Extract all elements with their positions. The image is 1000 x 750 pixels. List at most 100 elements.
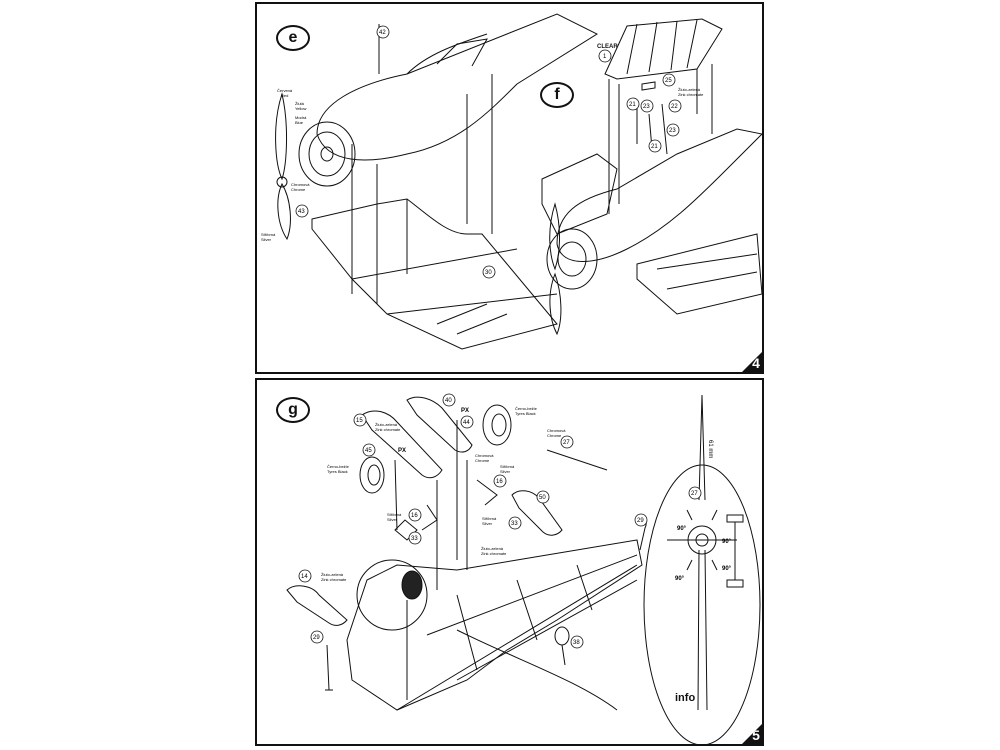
part-number-22: 22 xyxy=(671,104,678,110)
dimension-61mm: 61 mm xyxy=(707,440,713,458)
part-number-27: 27 xyxy=(563,440,570,446)
color-note-silver: Stříbrná xyxy=(261,232,276,237)
svg-text:Žluto-zelená: Žluto-zelená xyxy=(321,572,344,577)
angle-label-2: 90° xyxy=(722,539,732,545)
part-38 xyxy=(554,626,570,646)
svg-text:Chrome: Chrome xyxy=(291,187,306,192)
part-number-29b: 29 xyxy=(313,635,320,641)
part-number-33: 33 xyxy=(411,536,418,542)
part-number-50: 50 xyxy=(539,495,546,501)
part-number-25: 25 xyxy=(665,78,672,84)
info-label: info xyxy=(675,692,696,704)
part-number-33b: 33 xyxy=(511,521,518,527)
svg-text:Yellow: Yellow xyxy=(295,106,307,111)
part-number-40: 40 xyxy=(445,398,452,404)
color-note-chrome: Chromová xyxy=(291,182,310,187)
angle-label-1: 90° xyxy=(677,526,687,532)
front-view-propeller xyxy=(698,394,706,501)
gear-door-50 xyxy=(511,490,563,536)
part-numbers-top: 42 43 30 1 25 23 22 21 23 21 xyxy=(295,25,682,279)
svg-text:Stříbrná: Stříbrná xyxy=(500,464,515,469)
svg-text:Zink chromate: Zink chromate xyxy=(375,427,401,432)
angle-labels: 90° 90° 90° 90° xyxy=(675,526,732,582)
part-number-43: 43 xyxy=(298,209,305,215)
wheel-44 xyxy=(482,404,512,446)
svg-text:Žluto-zelená: Žluto-zelená xyxy=(375,422,398,427)
gear-door-14 xyxy=(286,585,348,626)
wing-e xyxy=(311,198,558,350)
svg-text:Silver: Silver xyxy=(387,517,398,522)
antenna-27 xyxy=(546,449,608,471)
assembly-diagram-e-f: 42 43 30 1 25 23 22 21 23 21 Červená Red… xyxy=(261,13,764,350)
propeller-blade-e xyxy=(275,92,287,181)
svg-text:Stříbrná: Stříbrná xyxy=(482,516,497,521)
svg-text:Tyres Black: Tyres Black xyxy=(327,469,348,474)
gear-door-15 xyxy=(361,410,443,479)
svg-text:Chrome: Chrome xyxy=(547,433,562,438)
svg-text:Silver: Silver xyxy=(500,469,511,474)
svg-text:Zink chromate: Zink chromate xyxy=(678,92,704,97)
cowling-f xyxy=(546,228,598,290)
svg-text:Red: Red xyxy=(281,93,288,98)
fuselage-underside-g xyxy=(356,559,428,631)
part-number-14: 14 xyxy=(301,574,308,580)
step-panel-e-f: e f CLEAR 4 xyxy=(255,2,764,374)
svg-text:Chromová: Chromová xyxy=(547,428,566,433)
part-number-42: 42 xyxy=(379,30,386,36)
part-number-45: 45 xyxy=(365,448,372,454)
svg-text:Silver: Silver xyxy=(482,521,493,526)
fuselage-f xyxy=(556,128,764,262)
propeller-blade-f xyxy=(549,202,561,271)
svg-text:Stříbrná: Stříbrná xyxy=(387,512,402,517)
part-number-27b: 27 xyxy=(691,491,698,497)
svg-text:Černo-bežle: Černo-bežle xyxy=(327,464,350,469)
step-label-g: g xyxy=(276,397,310,423)
color-note-zink-chromate: Žluto-zelená xyxy=(678,87,701,92)
svg-text:Zink chromate: Zink chromate xyxy=(481,551,507,556)
clear-label: CLEAR xyxy=(597,44,618,50)
step-panel-g: g info 5 xyxy=(255,378,764,746)
part-number-23b: 23 xyxy=(669,128,676,134)
cowling-e xyxy=(298,121,356,187)
part-number-16b: 16 xyxy=(496,479,503,485)
part-number-30: 30 xyxy=(485,270,492,276)
part-number-21b: 21 xyxy=(651,144,658,150)
svg-text:Blue: Blue xyxy=(295,120,304,125)
svg-text:Tyres Black: Tyres Black xyxy=(515,411,536,416)
svg-text:Chrome: Chrome xyxy=(475,458,490,463)
color-note-blue: Modrá xyxy=(295,115,307,120)
svg-text:Silver: Silver xyxy=(261,237,272,242)
wing-f xyxy=(541,153,618,235)
part-29-left xyxy=(325,644,333,691)
px-label-2: PX xyxy=(461,408,469,414)
step-label-f: f xyxy=(540,82,574,108)
front-view-outline xyxy=(643,464,761,746)
part-number-1: 1 xyxy=(603,54,607,60)
color-note-red: Červená xyxy=(277,88,293,93)
part-number-16: 16 xyxy=(411,513,418,519)
part-numbers-bottom: 15 40 44 45 16 33 16 33 50 27 29 14 29 xyxy=(298,393,713,649)
color-note-yellow: Žlutá xyxy=(295,101,305,106)
angle-label-4: 90° xyxy=(722,566,732,572)
assembly-diagram-g: 15 40 44 45 16 33 16 33 50 27 29 14 29 xyxy=(286,393,761,746)
svg-text:Chromová: Chromová xyxy=(475,453,494,458)
part-number-38: 38 xyxy=(573,640,580,646)
part-number-29: 29 xyxy=(637,518,644,524)
svg-text:Zink chromate: Zink chromate xyxy=(321,577,347,582)
part-number-44: 44 xyxy=(463,420,470,426)
wing-g xyxy=(346,539,643,711)
color-notes-bottom: Žluto-zelená Zink chromate Černo-bežle T… xyxy=(321,406,566,582)
canopy-f xyxy=(604,18,723,80)
angle-label-3: 90° xyxy=(675,576,685,582)
part-number-15: 15 xyxy=(356,418,363,424)
color-notes-top: Červená Red Žlutá Yellow Modrá Blue Chro… xyxy=(261,87,704,242)
part-number-23: 23 xyxy=(643,104,650,110)
wheel-45 xyxy=(359,456,385,494)
px-label-1: PX xyxy=(398,448,406,454)
svg-text:Žluto-zelená: Žluto-zelená xyxy=(481,546,504,551)
part-number-21: 21 xyxy=(629,102,636,108)
step-label-e: e xyxy=(276,25,310,51)
fuselage-e xyxy=(316,13,599,161)
cockpit-e xyxy=(406,33,488,75)
svg-text:Černo-bežle: Černo-bežle xyxy=(515,406,538,411)
